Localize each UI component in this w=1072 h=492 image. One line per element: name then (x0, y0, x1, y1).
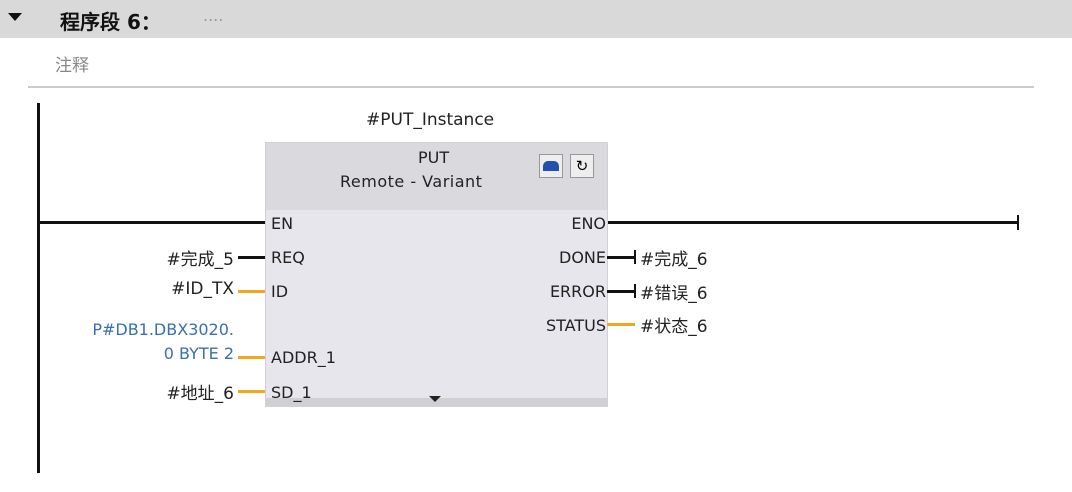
error-operand[interactable]: #错误_6 (640, 284, 708, 304)
pin-eno: ENO (571, 214, 606, 233)
pin-status: STATUS (545, 316, 606, 335)
power-flow-wire-in (38, 221, 266, 224)
id-operand[interactable]: #ID_TX (171, 279, 234, 299)
done-operand[interactable]: #完成_6 (640, 250, 708, 270)
id-wire (238, 290, 265, 293)
done-wire (607, 256, 635, 259)
pin-sd-1: SD_1 (271, 383, 312, 402)
instance-db-name[interactable]: #PUT_Instance (366, 110, 495, 130)
network-title: 程序段 6： (60, 10, 161, 34)
block-name: PUT (418, 148, 450, 167)
wire-end-marker (1017, 215, 1019, 230)
power-rail (37, 103, 40, 473)
done-wire-end (634, 250, 636, 264)
power-flow-wire-out (607, 221, 1019, 224)
network-title-input[interactable]: .... (203, 6, 224, 25)
block-footer (266, 398, 607, 406)
error-wire (607, 290, 635, 293)
addr-operand-line1[interactable]: P#DB1.DBX3020. (92, 320, 234, 339)
comment-divider (28, 86, 1034, 88)
status-operand[interactable]: #状态_6 (640, 317, 708, 337)
pin-req: REQ (271, 248, 305, 267)
expand-pins-arrow-icon[interactable] (429, 396, 441, 402)
collapse-triangle-icon[interactable] (8, 13, 22, 21)
addr-wire (238, 356, 265, 359)
addr-operand-line2[interactable]: 0 BYTE 2 (163, 344, 234, 363)
diagnostics-icon[interactable]: ↻ (570, 154, 594, 178)
pin-done: DONE (559, 248, 606, 267)
block-subtitle: Remote - Variant (340, 172, 483, 191)
pin-id: ID (271, 282, 289, 301)
remote-icon[interactable] (539, 154, 563, 178)
req-wire (238, 256, 265, 259)
sd-operand[interactable]: #地址_6 (166, 384, 234, 404)
pin-error: ERROR (549, 282, 606, 301)
network-comment[interactable]: 注释 (55, 56, 89, 76)
req-operand[interactable]: #完成_5 (166, 250, 234, 270)
error-wire-end (634, 284, 636, 298)
status-wire (607, 323, 635, 326)
network-header[interactable] (0, 0, 1072, 38)
pin-en: EN (271, 214, 294, 233)
sd-wire (238, 390, 265, 393)
pin-addr-1: ADDR_1 (271, 348, 336, 367)
